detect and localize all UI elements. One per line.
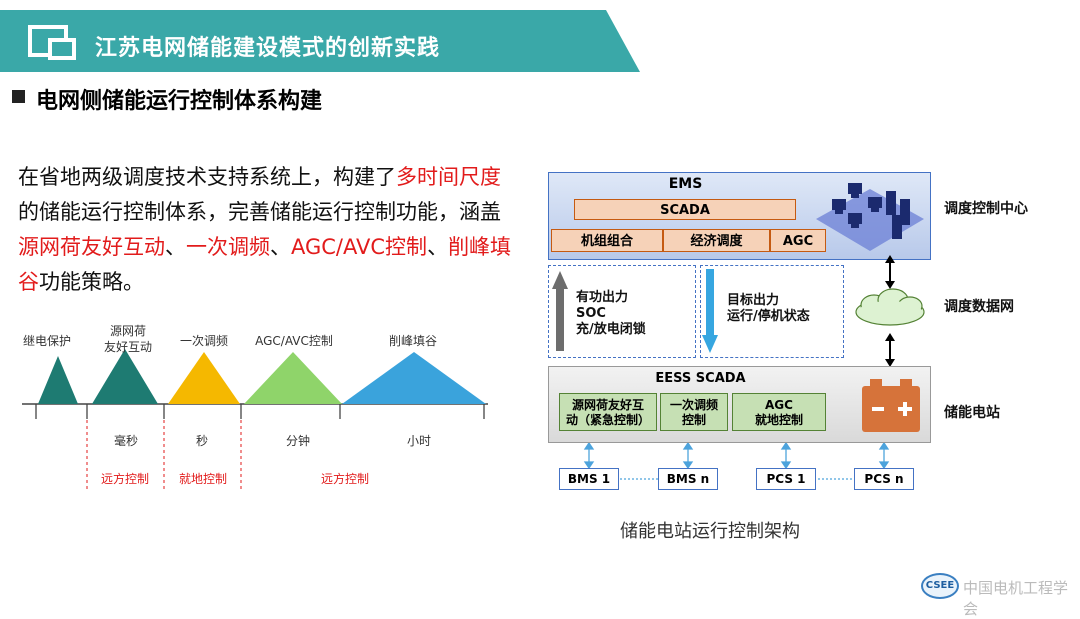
scale-label: 分钟 (285, 434, 310, 448)
battery-icon (862, 379, 920, 432)
triangle-label: 一次调频 (179, 334, 228, 348)
ems-module: 机组组合 (551, 229, 663, 252)
text-run: 、 (427, 235, 449, 259)
upflow-text: SOC (576, 306, 606, 321)
eess-module-line: 动（紧急控制） (565, 413, 650, 427)
text-run: 、 (270, 235, 291, 259)
highlight-run: 削峰填谷 (18, 235, 512, 294)
page-title: 江苏电网储能建设模式的创新实践 (95, 36, 441, 61)
downflow-text: 目标出力 (727, 293, 780, 308)
device-links (583, 443, 890, 480)
up-arrow-icon (552, 271, 568, 351)
text-run: 的储能运行控制体系，完善储能运行控制功能，涵盖 (18, 200, 501, 224)
highlight-run: 一次调频 (186, 235, 270, 259)
eess-module-line: AGC (765, 398, 793, 412)
device-box: PCS 1 (756, 468, 816, 490)
csee-logo: CSEE (921, 573, 959, 599)
eess-module: 一次调频 控制 (660, 393, 728, 431)
triangle-primary-freq (168, 352, 240, 404)
highlight-run: 源网荷友好互动 (18, 235, 165, 259)
square-bullet-icon (12, 90, 25, 103)
dispatch-center-label: 调度控制中心 (944, 201, 1028, 217)
device-box: BMS n (658, 468, 718, 490)
scale-label: 秒 (195, 434, 208, 448)
downflow-box (700, 265, 844, 358)
triangle-label: 友好互动 (103, 340, 152, 354)
header-banner (0, 10, 640, 72)
upflow-text: 充/放电闭锁 (576, 322, 646, 337)
flow-arrows (552, 269, 718, 353)
eess-module-line: 源网荷友好互 (571, 398, 644, 412)
network-connector (855, 255, 925, 367)
ems-module: 经济调度 (663, 229, 770, 252)
highlight-run: AGC/AVC控制 (291, 235, 428, 259)
scale-label: 毫秒 (113, 434, 138, 448)
highlight-run: 多时间尺度 (396, 165, 501, 189)
text-run: 功能策略。 (39, 270, 144, 294)
upflow-box (548, 265, 696, 358)
triangle-peak-shaving (342, 352, 486, 404)
scale-label: 小时 (406, 434, 431, 448)
eess-title: EESS SCADA (655, 371, 746, 386)
eess-module-line: 一次调频 (669, 398, 718, 412)
triangle-label: AGC/AVC控制 (255, 334, 333, 348)
text-run: 在省地两级调度技术支持系统上，构建了 (18, 165, 396, 189)
triangle-relay-protection (38, 356, 78, 404)
eess-module: 源网荷友好互 动（紧急控制） (559, 393, 657, 431)
control-type-label: 就地控制 (178, 472, 227, 486)
downflow-text: 运行/停机状态 (727, 309, 810, 324)
triangle-label: 源网荷 (109, 324, 146, 338)
station-label: 储能电站 (944, 405, 1000, 421)
ems-title: EMS (668, 176, 703, 192)
eess-module-line: 控制 (681, 413, 706, 427)
eess-module: AGC 就地控制 (732, 393, 826, 431)
triangle-label: 削峰填谷 (388, 334, 437, 348)
ems-module: AGC (770, 229, 826, 252)
control-type-label: 远方控制 (320, 472, 369, 486)
eess-module-line: 就地控制 (754, 413, 803, 427)
logo-square-inner-icon (48, 38, 76, 60)
section-heading: 电网侧储能运行控制体系构建 (36, 89, 323, 114)
down-arrow-icon (702, 269, 718, 353)
device-box: PCS n (854, 468, 914, 490)
triangle-source-grid-load (92, 349, 158, 404)
triangle-agc-avc (244, 352, 342, 404)
dispatch-network-label: 调度数据网 (944, 299, 1014, 315)
description-paragraph: 在省地两级调度技术支持系统上，构建了多时间尺度的储能运行控制体系，完善储能运行控… (18, 160, 518, 300)
scada-module: SCADA (574, 199, 796, 220)
organization-name: 中国电机工程学会 (963, 579, 1069, 618)
diagram-caption: 储能电站运行控制架构 (620, 521, 800, 542)
text-run: 、 (165, 235, 186, 259)
upflow-text: 有功出力 (576, 290, 629, 305)
control-type-label: 远方控制 (100, 472, 149, 486)
triangle-label: 继电保护 (22, 334, 71, 348)
timescale-diagram (22, 349, 488, 490)
computer-network-icon (816, 183, 924, 251)
cloud-icon (855, 288, 925, 326)
device-box: BMS 1 (559, 468, 619, 490)
